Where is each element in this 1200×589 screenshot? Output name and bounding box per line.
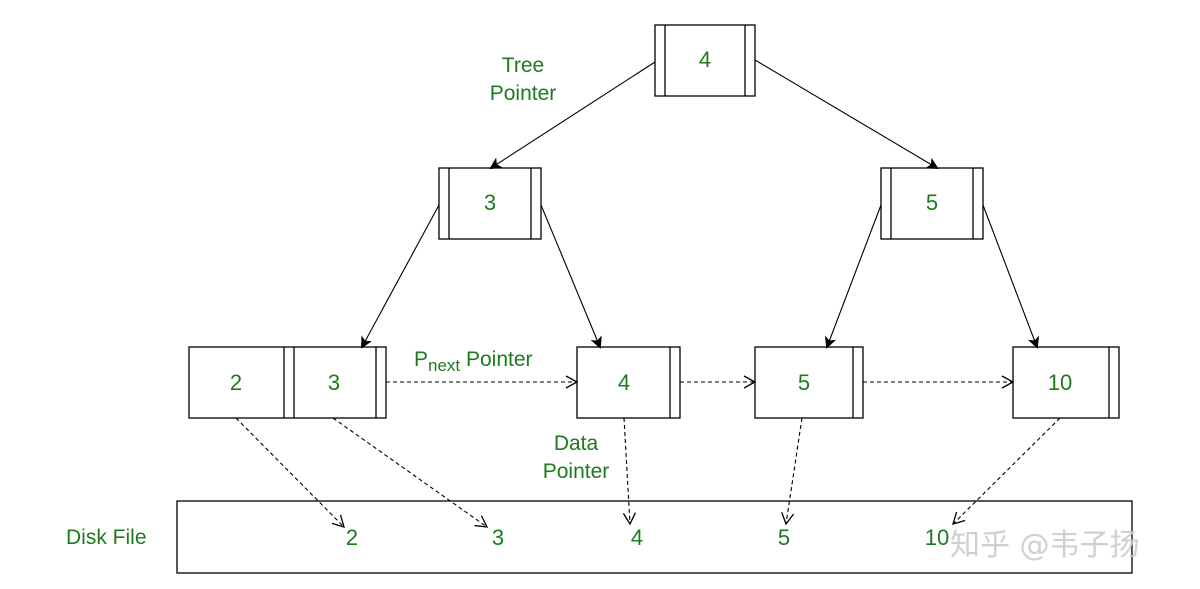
pnext-pointer-label: Pnext Pointer [414, 346, 533, 380]
arrow-left-to-leaf1 [361, 204, 440, 349]
disk-entry-3: 3 [491, 525, 505, 550]
arrow-leaf-4-to-disk [622, 417, 636, 526]
arrow-root-to-right [754, 59, 939, 170]
tree-pointer-label: Tree Pointer [478, 52, 568, 108]
data-pointer-label: Data Pointer [531, 430, 621, 486]
leaf1-key-b: 3 [327, 370, 341, 395]
leaf1-key-a: 2 [229, 370, 243, 395]
tree-pointer-arrows [361, 59, 1040, 349]
arrow-root-to-left [489, 61, 656, 170]
tree-pointer-label-line2: Pointer [489, 82, 557, 105]
data-pointer-label-line2: Pointer [542, 460, 610, 483]
leaf4-key: 10 [1047, 370, 1073, 395]
arrow-leaf-5-to-disk [781, 417, 803, 526]
internal-node-right [880, 167, 984, 240]
pnext-rest: Pointer [460, 348, 533, 371]
root-key: 4 [698, 47, 712, 72]
leaf3-key: 5 [797, 370, 811, 395]
arrow-left-to-leaf2 [540, 204, 602, 349]
leaf-node-1 [188, 346, 387, 419]
arrow-leaf-3-to-disk [332, 417, 489, 528]
root-node [654, 24, 756, 97]
disk-file-label: Disk File [66, 526, 147, 549]
leaf-node-4 [1012, 346, 1120, 419]
tree-pointer-label-line1: Tree [501, 54, 545, 77]
disk-entry-10: 10 [924, 525, 950, 550]
arrow-leaf-2-to-disk [235, 417, 345, 528]
data-pointer-label-line1: Data [553, 432, 599, 455]
disk-entry-5: 5 [777, 525, 791, 550]
watermark: 知乎 @韦子扬 [950, 528, 1140, 563]
leaf2-key: 4 [617, 370, 631, 395]
internal-left-key: 3 [483, 190, 497, 215]
arrow-right-to-leaf3 [824, 204, 882, 349]
pnext-p: P [414, 348, 429, 371]
disk-entry-4: 4 [630, 525, 644, 550]
pnext-subscript: next [428, 356, 461, 376]
disk-file-box [176, 500, 1133, 574]
leaf-node-2 [576, 346, 681, 419]
internal-right-key: 5 [925, 190, 939, 215]
arrow-right-to-leaf4 [982, 204, 1040, 349]
disk-entry-2: 2 [345, 525, 359, 550]
data-pointer-arrows [235, 417, 1061, 528]
